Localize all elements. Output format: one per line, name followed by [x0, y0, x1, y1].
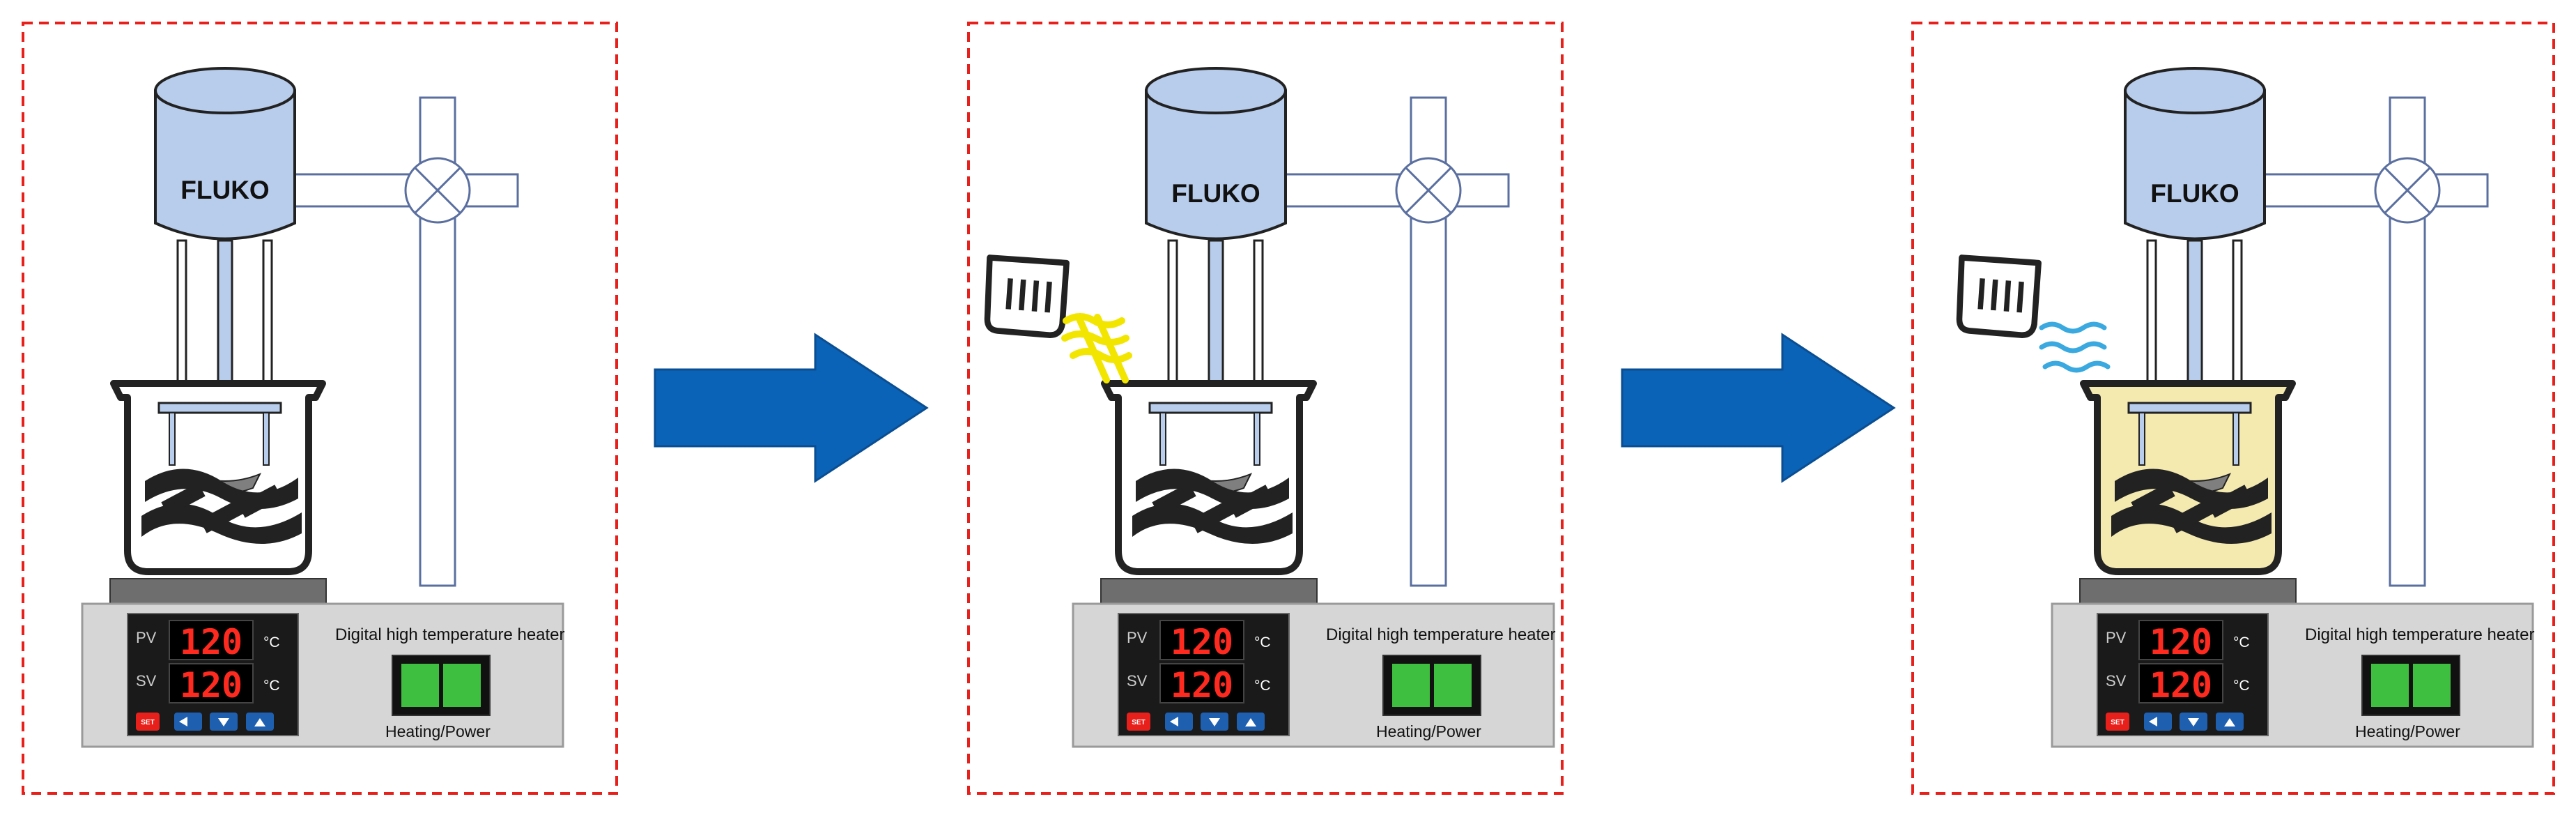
pv-unit: °C — [263, 634, 280, 650]
arrow-right-icon — [1621, 333, 1895, 482]
panel-1: FLUKO Digital high temperature heater He… — [82, 68, 565, 747]
sv-unit: °C — [1254, 678, 1271, 694]
set-button-label: SET — [141, 719, 154, 726]
sv-unit: °C — [2233, 678, 2250, 694]
sv-label: SV — [136, 672, 157, 690]
set-button-label: SET — [2111, 719, 2124, 726]
sv-value: 120 — [180, 665, 242, 706]
blue-liquid-icon — [2039, 321, 2111, 373]
sv-unit: °C — [263, 678, 280, 694]
pv-label: PV — [136, 629, 157, 646]
pv-value: 120 — [2150, 622, 2212, 662]
panel-frame-3 — [1911, 22, 2555, 795]
motor-label: FLUKO — [180, 176, 269, 204]
pv-label: PV — [2106, 629, 2127, 646]
panel-2: FLUKO Digital high temperature heater He… — [1073, 68, 1556, 747]
pouring-cup-blue — [1941, 240, 2111, 373]
set-button-label: SET — [1132, 719, 1145, 726]
arrow-right-icon — [654, 333, 928, 482]
panel-3: FLUKO Digital high temperature heater He… — [2052, 68, 2535, 747]
heater-label: Digital high temperature heater — [335, 625, 565, 644]
power-label: Heating/Power — [2355, 722, 2460, 740]
sv-label: SV — [1127, 672, 1148, 690]
power-label: Heating/Power — [385, 722, 491, 740]
motor-label: FLUKO — [2150, 179, 2239, 208]
pouring-cup-icon — [969, 240, 1081, 350]
sv-label: SV — [2106, 672, 2127, 690]
panel-frame-1 — [22, 22, 618, 795]
pv-value: 120 — [1171, 622, 1233, 662]
pv-label: PV — [1127, 629, 1148, 646]
heater-label: Digital high temperature heater — [2305, 625, 2535, 644]
pv-unit: °C — [2233, 634, 2250, 650]
sv-value: 120 — [1171, 665, 1233, 706]
pouring-cup-icon — [1941, 240, 2053, 350]
pouring-cup-yellow — [969, 240, 1132, 383]
yellow-powder-icon — [1061, 313, 1132, 383]
heater-label: Digital high temperature heater — [1326, 625, 1556, 644]
power-label: Heating/Power — [1376, 722, 1481, 740]
pv-unit: °C — [1254, 634, 1271, 650]
motor-label: FLUKO — [1171, 179, 1260, 208]
pv-value: 120 — [180, 622, 242, 662]
sv-value: 120 — [2150, 665, 2212, 706]
panel-frame-2 — [967, 22, 1564, 795]
